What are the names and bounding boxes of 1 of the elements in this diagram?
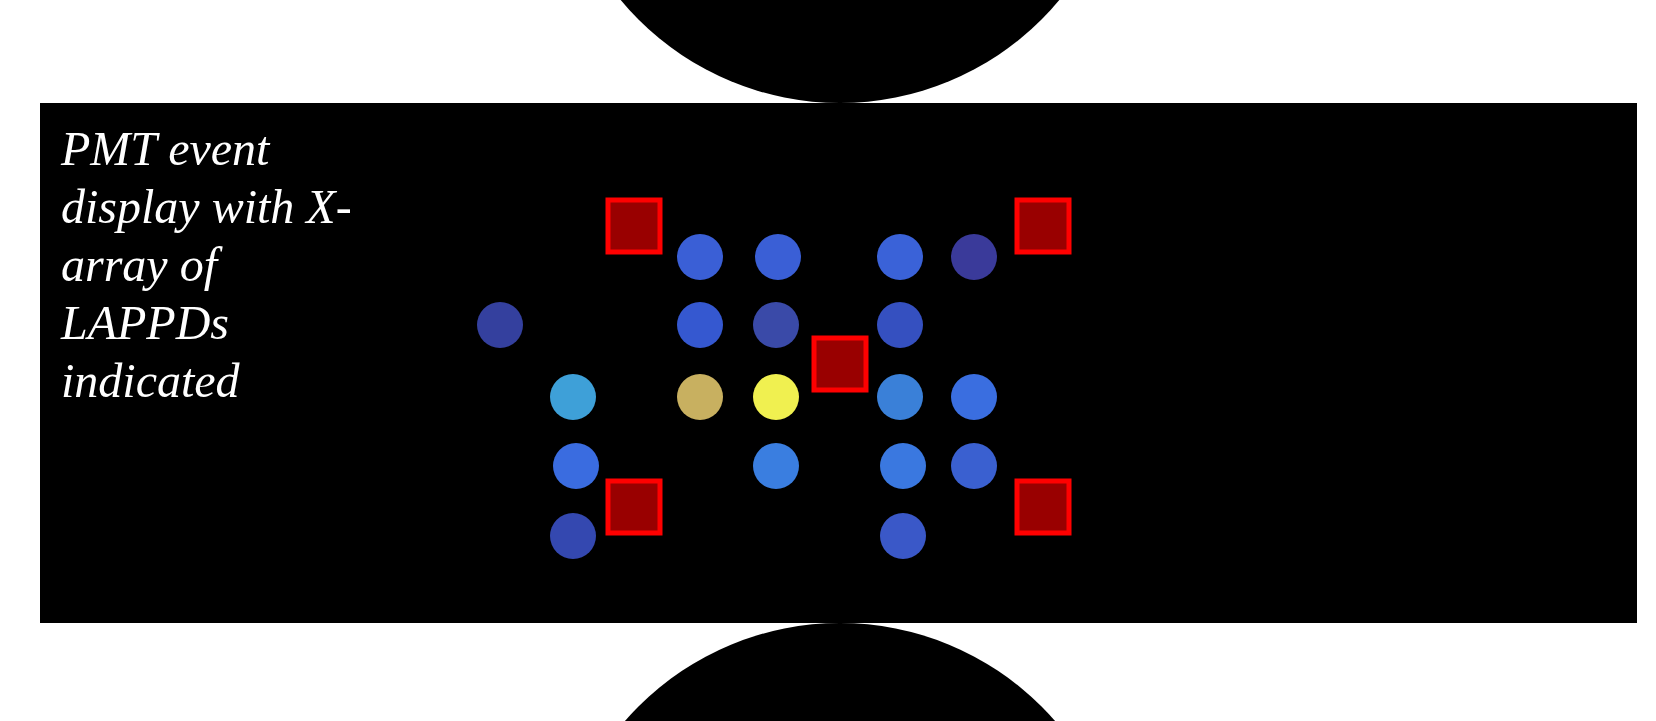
display-caption: PMT event display with X-array of LAPPDs indicated bbox=[61, 121, 353, 409]
